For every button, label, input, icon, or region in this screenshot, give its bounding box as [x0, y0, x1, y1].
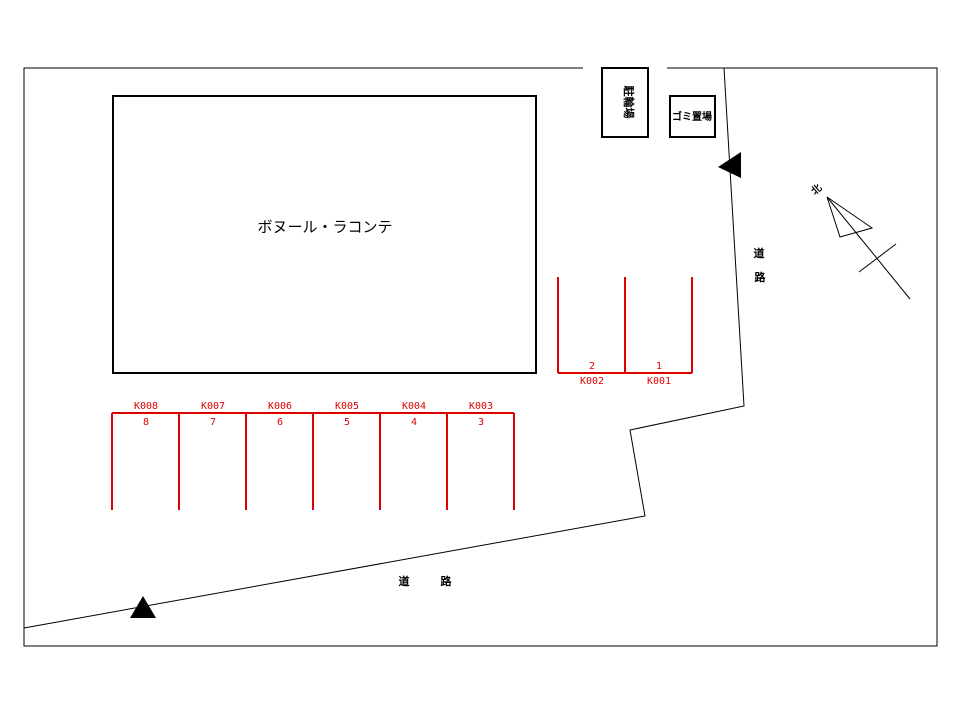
parking-code: K001	[647, 376, 671, 387]
garbage-area-label: ゴミ置場	[672, 110, 712, 123]
parking-number: 7	[210, 417, 216, 428]
lot-edge-line	[23, 67, 745, 629]
parking-code: K006	[268, 401, 292, 412]
parking-code: K005	[335, 401, 359, 412]
parking-number: 3	[478, 417, 484, 428]
road-area-east	[26, 69, 936, 645]
parking-code: K003	[469, 401, 493, 412]
road-marker-south-icon	[130, 596, 156, 618]
parking-code: K007	[201, 401, 225, 412]
road-label-east-2: 路	[755, 270, 767, 284]
parking-number: 1	[656, 361, 662, 372]
garbage-area	[669, 95, 716, 138]
building-outline	[112, 95, 537, 374]
parking-code: K008	[134, 401, 158, 412]
bicycle-parking	[601, 67, 649, 138]
building-name: ボヌール・ラコンテ	[257, 218, 392, 236]
parking-top-group	[557, 277, 693, 374]
parking-number: 5	[344, 417, 350, 428]
parking-code: K002	[580, 376, 604, 387]
bicycle-parking-label: 駐輪場	[622, 86, 636, 119]
parking-number: 8	[143, 417, 149, 428]
parking-number: 4	[411, 417, 417, 428]
road-marker-east-icon	[718, 152, 741, 178]
parking-bottom-group	[111, 412, 515, 510]
parking-code: K004	[402, 401, 426, 412]
road-label-east-1: 道	[754, 246, 765, 260]
road-label-south-1: 道	[399, 574, 410, 588]
road-label-south-2: 路	[441, 574, 453, 588]
parking-number: 2	[589, 361, 595, 372]
parking-number: 6	[277, 417, 283, 428]
